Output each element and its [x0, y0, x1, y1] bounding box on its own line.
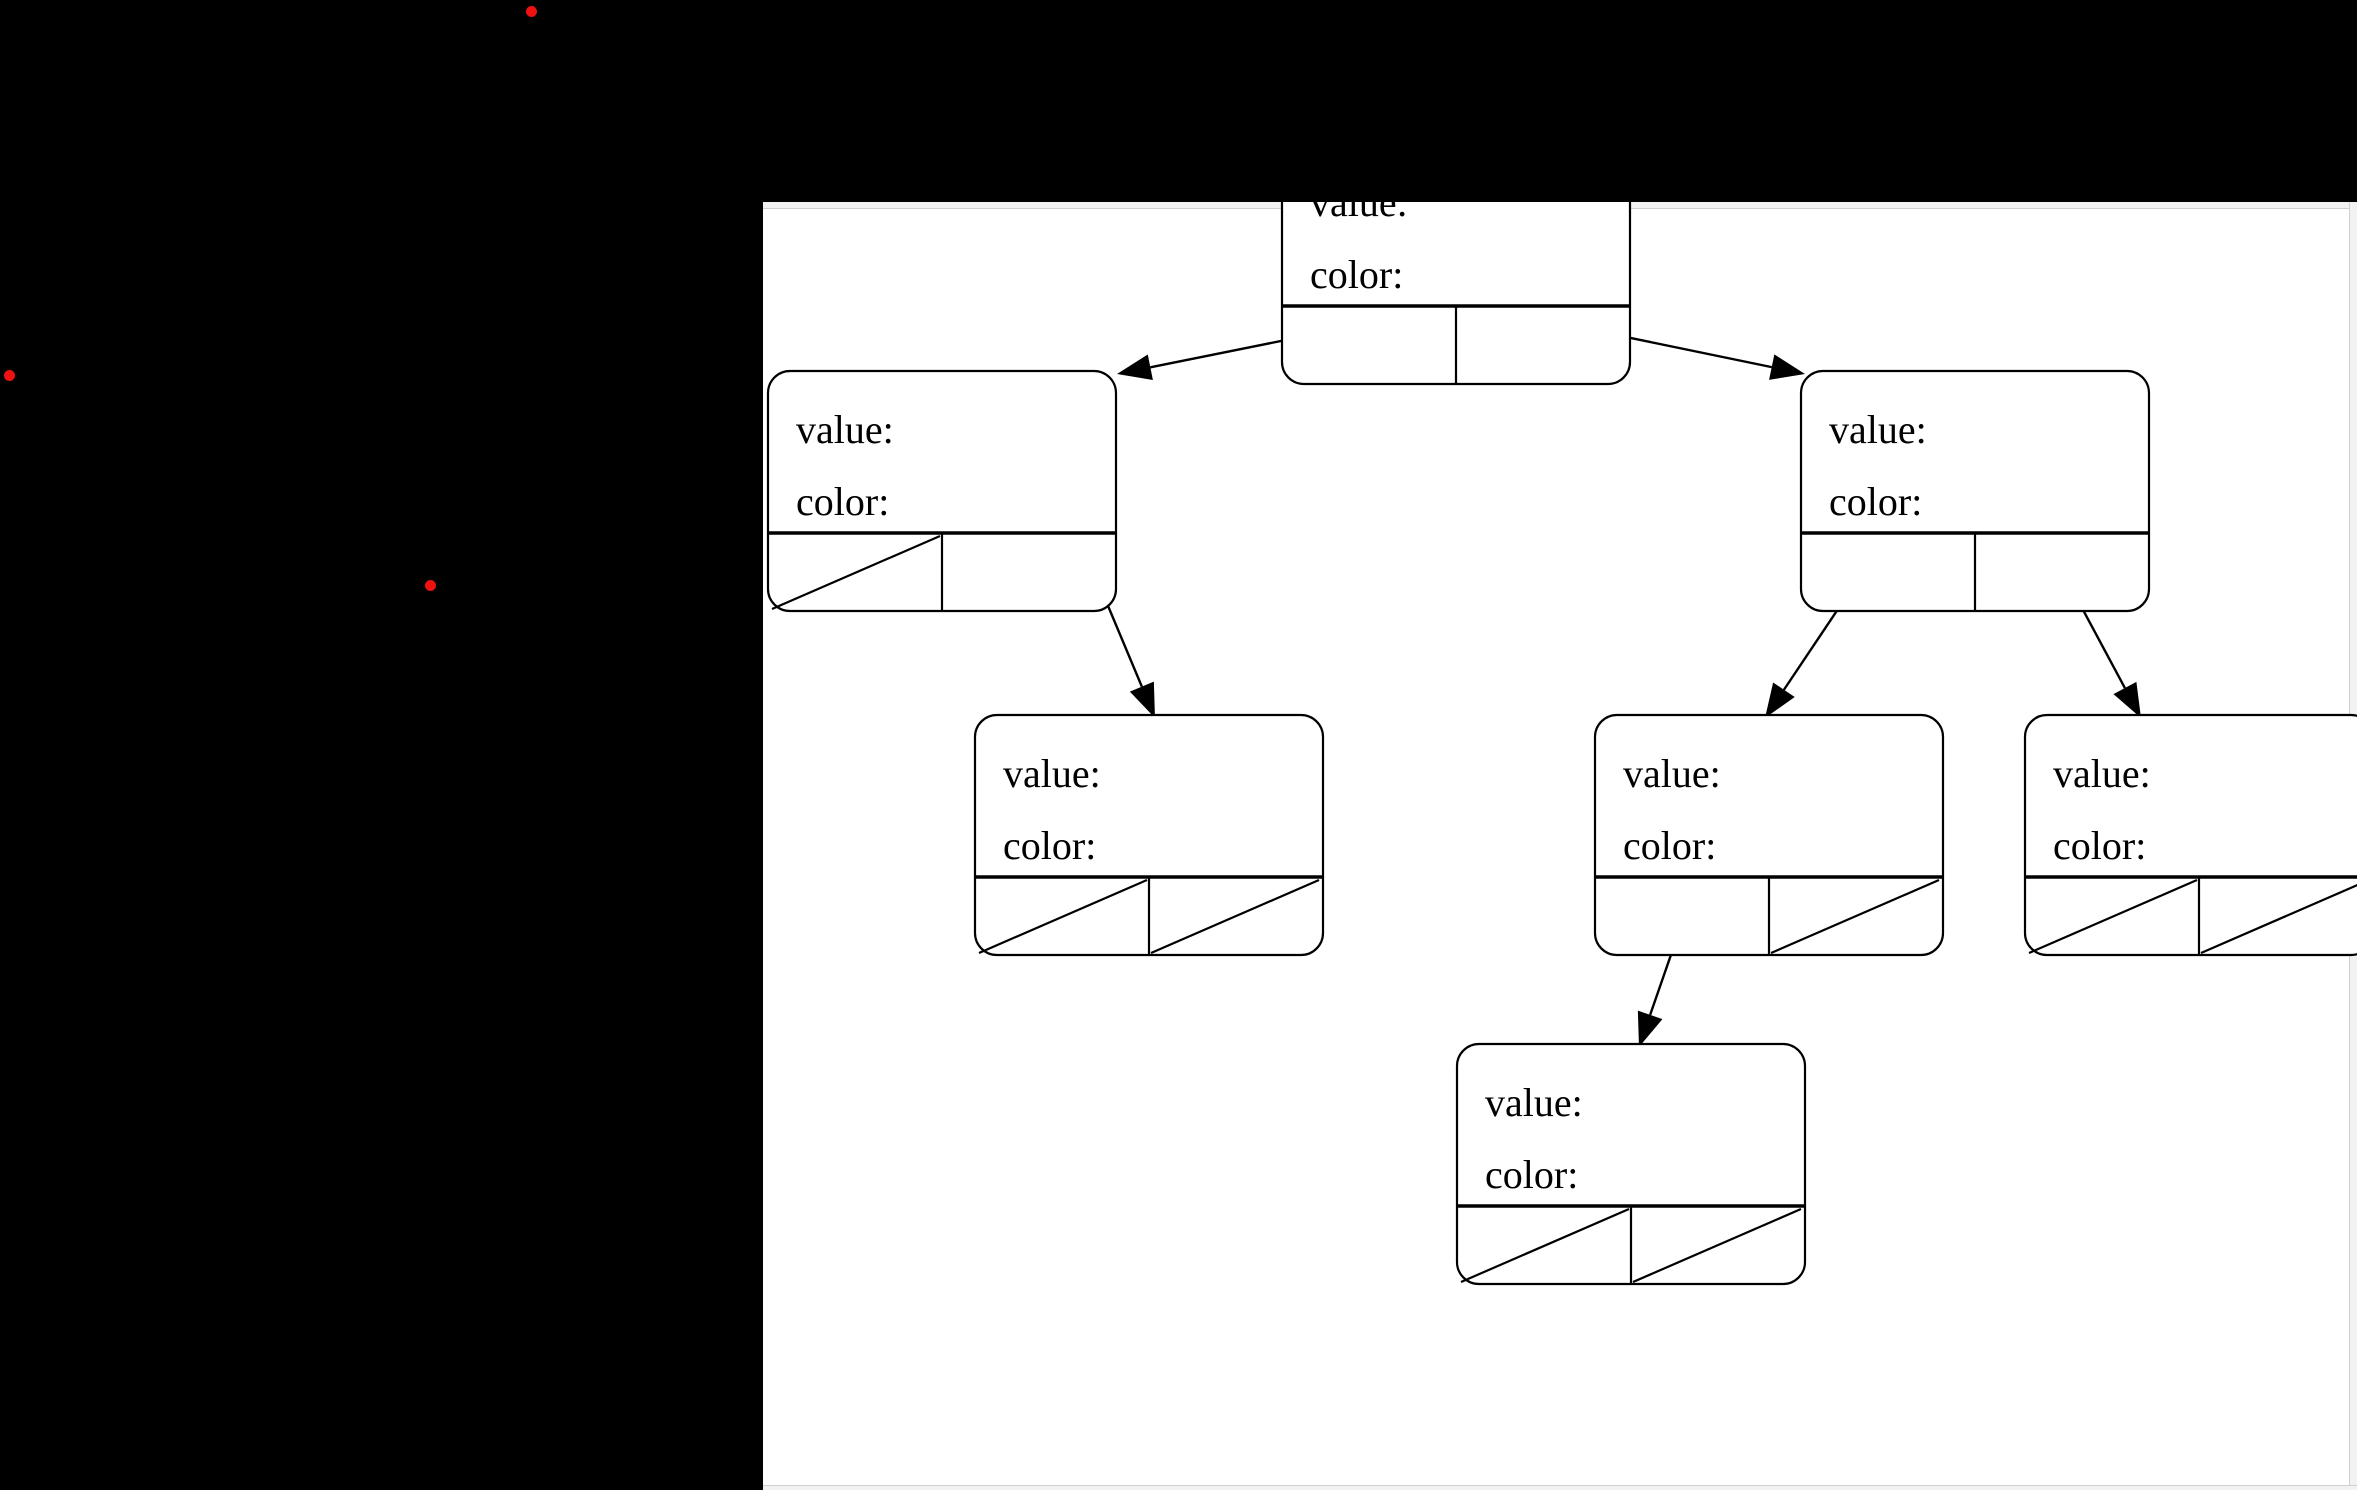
tree-node-left-right-left-null-slash-icon	[978, 878, 1148, 955]
edge-right-to-rightright-arrowhead-icon	[2113, 681, 2141, 718]
edge-root-to-left-arrowhead-icon	[1117, 354, 1153, 381]
tree-node-root-color-label: color:	[1310, 252, 1403, 297]
tree-node-right-left-color-label: color:	[1623, 823, 1716, 868]
tree-node-left-right-color-label: color:	[1003, 823, 1096, 868]
tree-nodes-group: value:color:value:color:value:color:valu…	[766, 202, 2357, 1286]
tree-node-left-left-null-slash-icon	[771, 534, 941, 611]
tree-node-right[interactable]: value: color:	[1799, 369, 2151, 613]
tree-node-right-right-left-null-slash-icon	[2028, 878, 2198, 955]
tree-node-right-value-label: value:	[1829, 407, 1927, 452]
marker-top-icon	[526, 6, 537, 17]
canvas-bottom-band	[763, 1485, 2357, 1490]
tree-node-deepest[interactable]: value: color:	[1455, 1042, 1807, 1286]
tree-node-right-left-value-label: value:	[1623, 751, 1721, 796]
diagram-canvas[interactable]: value:color:value:color:value:color:valu…	[763, 202, 2357, 1490]
tree-node-left-value-label: value:	[796, 407, 894, 452]
tree-node-left-right-right-null-slash-icon	[1150, 878, 1320, 955]
edge-left-to-leftright-arrowhead-icon	[1129, 681, 1155, 718]
tree-node-left[interactable]: value: color:	[766, 369, 1118, 613]
tree-node-root[interactable]: value: color:	[1280, 202, 1632, 386]
marker-mid-icon	[425, 580, 436, 591]
marker-left-icon	[4, 370, 15, 381]
tree-node-deepest-right-null-slash-icon	[1632, 1207, 1802, 1284]
tree-node-deepest-value-label: value:	[1485, 1080, 1583, 1125]
edge-right-to-rightleft-arrowhead-icon	[1765, 682, 1795, 718]
tree-node-left-right-value-label: value:	[1003, 751, 1101, 796]
tree-node-right-color-label: color:	[1829, 479, 1922, 524]
tree-node-right-left-right-null-slash-icon	[1770, 878, 1940, 955]
tree-node-right-right-value-label: value:	[2053, 751, 2151, 796]
binary-tree-diagram: value:color:value:color:value:color:valu…	[766, 202, 2357, 1286]
tree-node-right-right[interactable]: value: color:	[2023, 713, 2357, 957]
tree-node-right-right-color-label: color:	[2053, 823, 2146, 868]
tree-node-root-value-label: value:	[1310, 202, 1408, 225]
tree-node-right-right-right-null-slash-icon	[2200, 884, 2357, 955]
tree-node-left-color-label: color:	[796, 479, 889, 524]
edge-root-to-right-arrowhead-icon	[1769, 354, 1805, 380]
tree-node-deepest-left-null-slash-icon	[1460, 1207, 1630, 1284]
tree-node-deepest-color-label: color:	[1485, 1152, 1578, 1197]
edge-rightleft-to-deepest-arrowhead-icon	[1637, 1010, 1663, 1047]
tree-node-right-left[interactable]: value: color:	[1593, 713, 1945, 957]
tree-node-left-right[interactable]: value: color:	[973, 713, 1325, 957]
